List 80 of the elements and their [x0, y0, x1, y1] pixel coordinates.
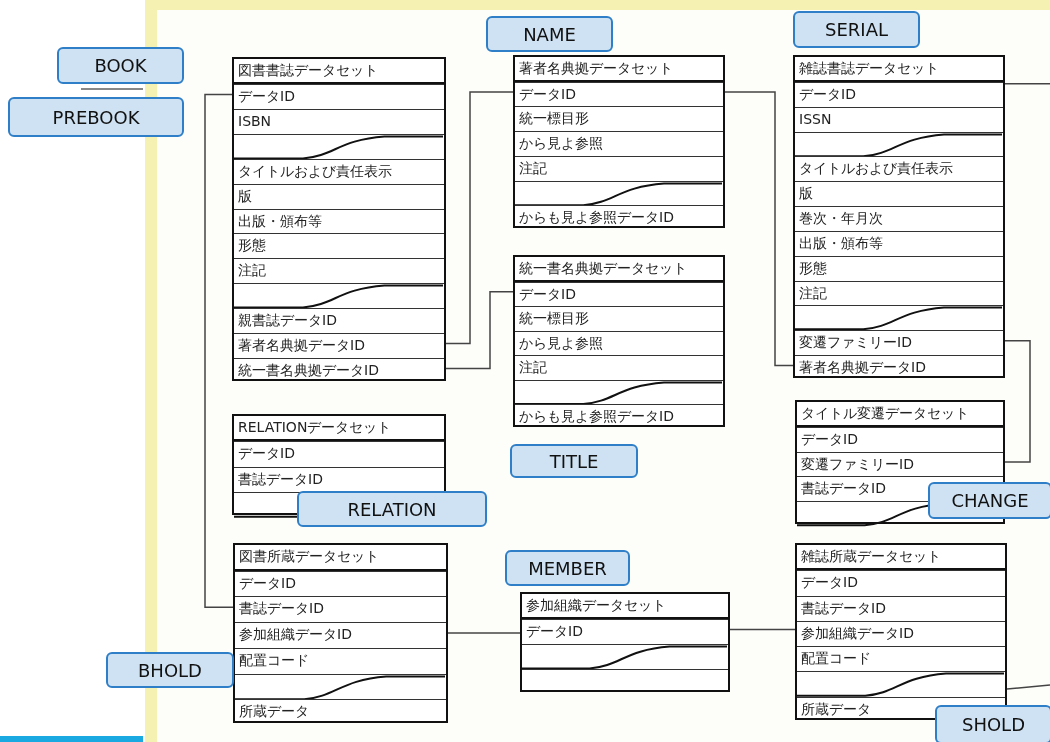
tag-label: BHOLD	[106, 652, 234, 688]
field-name: 注記	[515, 355, 723, 380]
table-title: タイトル変遷データセット	[797, 402, 1003, 427]
connector-line	[1006, 684, 1050, 690]
field-name: 書誌データID	[797, 595, 1005, 621]
field-name: ISBN	[234, 108, 444, 134]
field-name: データID	[797, 570, 1005, 596]
table-box	[232, 57, 446, 381]
table-title: 雑誌書誌データセット	[795, 57, 1003, 82]
field-name: から見よ参照	[515, 330, 723, 356]
table-title: 統一書名典拠データセット	[515, 257, 723, 282]
field-name: 統一標目形	[515, 106, 723, 132]
field-name: 変遷ファミリーID	[797, 451, 1003, 477]
tag-label: NAME	[486, 16, 613, 52]
connector-line	[729, 628, 796, 631]
field-name: 統一標目形	[515, 306, 723, 331]
table-title: 図書書誌データセット	[234, 59, 444, 84]
connector-line	[1004, 83, 1050, 85]
field-name: データID	[795, 81, 1003, 107]
tag-label: PREBOOK	[8, 97, 184, 137]
field-name: データID	[515, 281, 723, 307]
table-title: 図書所蔵データセット	[235, 545, 446, 571]
field-name: データID	[234, 83, 444, 109]
table-box	[513, 255, 725, 427]
field-name: 配置コード	[235, 647, 446, 674]
tag-label: CHANGE	[928, 482, 1050, 519]
field-name: 参加組織データID	[797, 620, 1005, 647]
tag-label: TITLE	[510, 444, 638, 478]
field-name: 書誌データID	[797, 476, 925, 502]
field-name: 所蔵データ	[797, 696, 933, 722]
connector-line	[204, 93, 234, 609]
field-name: 配置コード	[797, 646, 1005, 672]
field-name: 版	[234, 183, 444, 209]
tag-label: MEMBER	[505, 550, 630, 586]
table-title: 著者名典拠データセット	[515, 57, 723, 82]
field-name: データID	[235, 570, 446, 597]
table-box	[795, 543, 1007, 720]
tag-label: BOOK	[57, 47, 184, 84]
field-name: から見よ参照	[515, 131, 723, 156]
field-name: 変遷ファミリーID	[795, 330, 1003, 356]
field-name: 注記	[515, 155, 723, 181]
field-name: タイトルおよび責任表示	[234, 158, 444, 184]
table-title: 参加組織データセット	[522, 594, 728, 619]
field-name: 版	[795, 181, 1003, 207]
field-name: データID	[797, 426, 1003, 452]
field-name: ISSN	[795, 106, 1003, 132]
field-name: 出版・頒布等	[795, 230, 1003, 256]
table-title: RELATIONデータセット	[234, 416, 444, 442]
tag-label: SHOLD	[935, 705, 1050, 742]
field-name: からも見よ参照データID	[515, 205, 723, 230]
field-name: データID	[234, 441, 444, 467]
field-name: データID	[522, 619, 728, 644]
tag-label: SERIAL	[793, 11, 920, 48]
field-name: 形態	[795, 255, 1003, 281]
field-name: 書誌データID	[235, 596, 446, 623]
tag-label: RELATION	[297, 491, 487, 527]
table-box	[233, 543, 448, 723]
field-name: 注記	[795, 280, 1003, 306]
table-title: 雑誌所蔵データセット	[797, 545, 1005, 571]
field-name: 所蔵データ	[235, 699, 446, 725]
table-box	[793, 55, 1005, 378]
field-name: 統一書名典拠データID	[234, 358, 444, 383]
connector-line	[445, 91, 514, 345]
connector-line	[445, 291, 514, 370]
connector-line	[724, 91, 794, 367]
field-name: 著者名典拠データID	[795, 355, 1003, 380]
field-name: 形態	[234, 233, 444, 259]
field-name: 著者名典拠データID	[234, 333, 444, 359]
field-name: データID	[515, 81, 723, 107]
connector-line	[1004, 340, 1031, 463]
field-name: 注記	[234, 258, 444, 284]
field-name: 出版・頒布等	[234, 208, 444, 234]
field-name: からも見よ参照データID	[515, 404, 723, 429]
field-name: タイトルおよび責任表示	[795, 156, 1003, 182]
field-name: 参加組織データID	[235, 622, 446, 648]
connector-line	[447, 632, 521, 634]
field-name: 巻次・年月次	[795, 206, 1003, 231]
table-box	[520, 592, 730, 692]
table-box	[513, 55, 725, 228]
field-name: 親書誌データID	[234, 308, 444, 334]
